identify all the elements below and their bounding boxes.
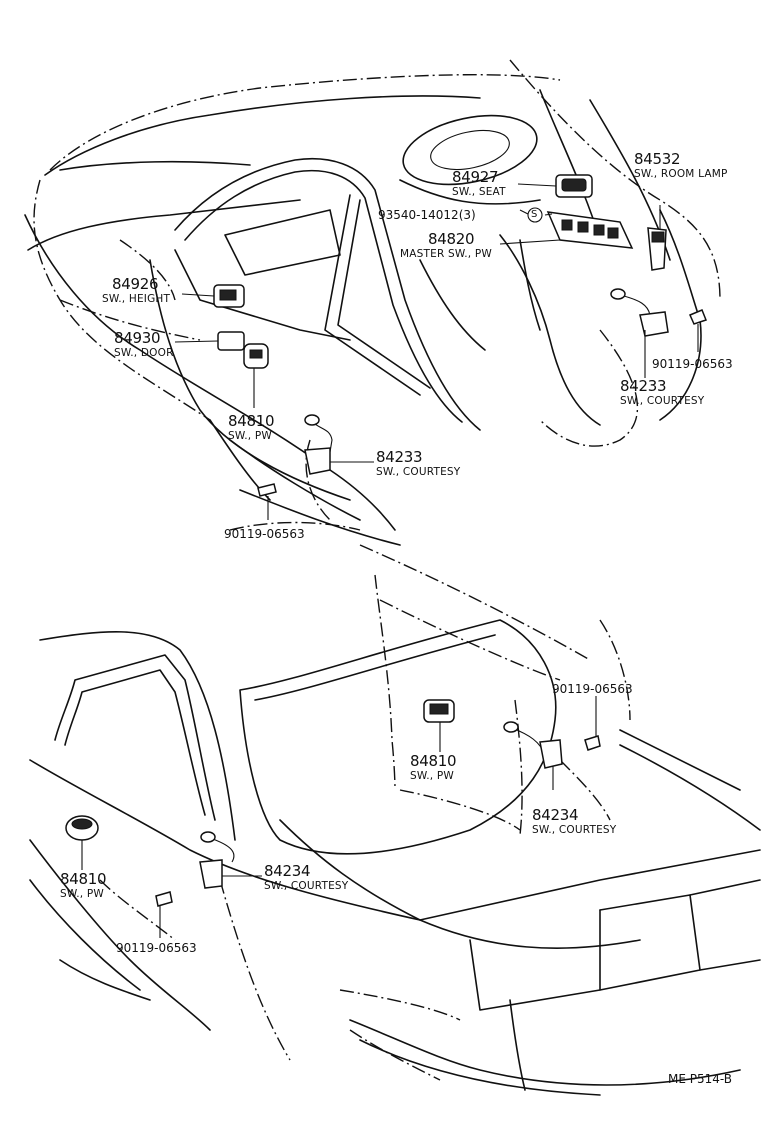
callout-door-switch: 84930 SW., DOOR (114, 331, 174, 359)
part-name: SW., COURTESY (376, 466, 461, 478)
callout-room-lamp-switch: 84532 SW., ROOM LAMP (634, 152, 728, 180)
callout-seat-switch: 84927 SW., SEAT (452, 170, 506, 198)
bolt-icon (584, 735, 601, 751)
rear-left-courtesy-switch-shape (199, 859, 223, 889)
bolt-label-top-left: 90119-06563 (224, 527, 305, 541)
part-name: SW., PW (410, 770, 454, 782)
callout-front-pw-switch: 84810 SW., PW (228, 412, 275, 442)
part-name: SW., SEAT (452, 186, 506, 198)
part-number: 84234 (264, 862, 311, 880)
rear-right-courtesy-switch-shape (539, 739, 563, 769)
screw-quantity: (3) (458, 208, 476, 222)
part-number: 84927 (452, 168, 499, 186)
bolt-icon (257, 483, 277, 497)
part-name: SW., HEIGHT (102, 293, 171, 305)
page-code: ME P514-B (668, 1072, 733, 1086)
part-number: 84233 (376, 448, 423, 466)
callout-rear-left-courtesy-switch: 84234 SW., COURTESY (264, 864, 348, 892)
front-car-body (24, 59, 721, 546)
part-name: SW., DOOR (114, 347, 174, 359)
right-courtesy-switch-shape (639, 311, 669, 337)
callout-height-switch: 84926 SW., HEIGHT (102, 275, 170, 305)
s-mark: S (531, 209, 538, 220)
part-name: SW., PW (60, 888, 104, 900)
part-name: SW., PW (228, 430, 272, 442)
callout-rear-right-courtesy-switch: 84234 SW., COURTESY (532, 808, 616, 836)
door-switch-shape (217, 331, 245, 351)
part-number: 84532 (634, 150, 681, 168)
rear-car-body (29, 544, 761, 1096)
master-switch-shape (546, 211, 634, 249)
bolt-icon (155, 891, 173, 907)
part-number: 84930 (114, 329, 161, 347)
leader-lines-top (174, 183, 699, 520)
front-courtesy-switch-shape (304, 447, 331, 475)
bolt-icon (689, 309, 707, 325)
part-name: SW., COURTESY (620, 395, 705, 407)
part-name: SW., COURTESY (264, 880, 349, 892)
leader-lines-bottom (81, 696, 597, 938)
part-number: 84810 (60, 870, 107, 888)
bolt-label-top-right: 90119-06563 (652, 357, 733, 371)
bolt-label-rear-right: 90119-06563 (552, 682, 633, 696)
part-name: SW., ROOM LAMP (634, 168, 728, 180)
part-name: MASTER SW., PW (400, 248, 492, 260)
part-name: SW., COURTESY (532, 824, 617, 836)
part-shapes-top (213, 174, 707, 497)
callout-master-switch: 84820 MASTER SW., PW (400, 230, 492, 260)
callout-right-courtesy-switch: 84233 SW., COURTESY (620, 379, 704, 407)
callout-rear-pw-switch: 84810 SW., PW (410, 752, 457, 782)
screw-part-code: 93540-14012(3) (378, 208, 476, 222)
callout-front-courtesy-switch: 84233 SW., COURTESY (376, 450, 460, 478)
screw-code: 93540-14012 (378, 208, 459, 222)
part-number: 84233 (620, 377, 667, 395)
part-number: 84810 (228, 412, 275, 430)
part-number: 84810 (410, 752, 457, 770)
part-number: 84926 (112, 275, 159, 293)
part-number: 84820 (428, 230, 475, 248)
bolt-label-rear-left: 90119-06563 (116, 941, 197, 955)
callout-rear-left-pw-switch: 84810 SW., PW (60, 870, 107, 900)
part-number: 84234 (532, 806, 579, 824)
